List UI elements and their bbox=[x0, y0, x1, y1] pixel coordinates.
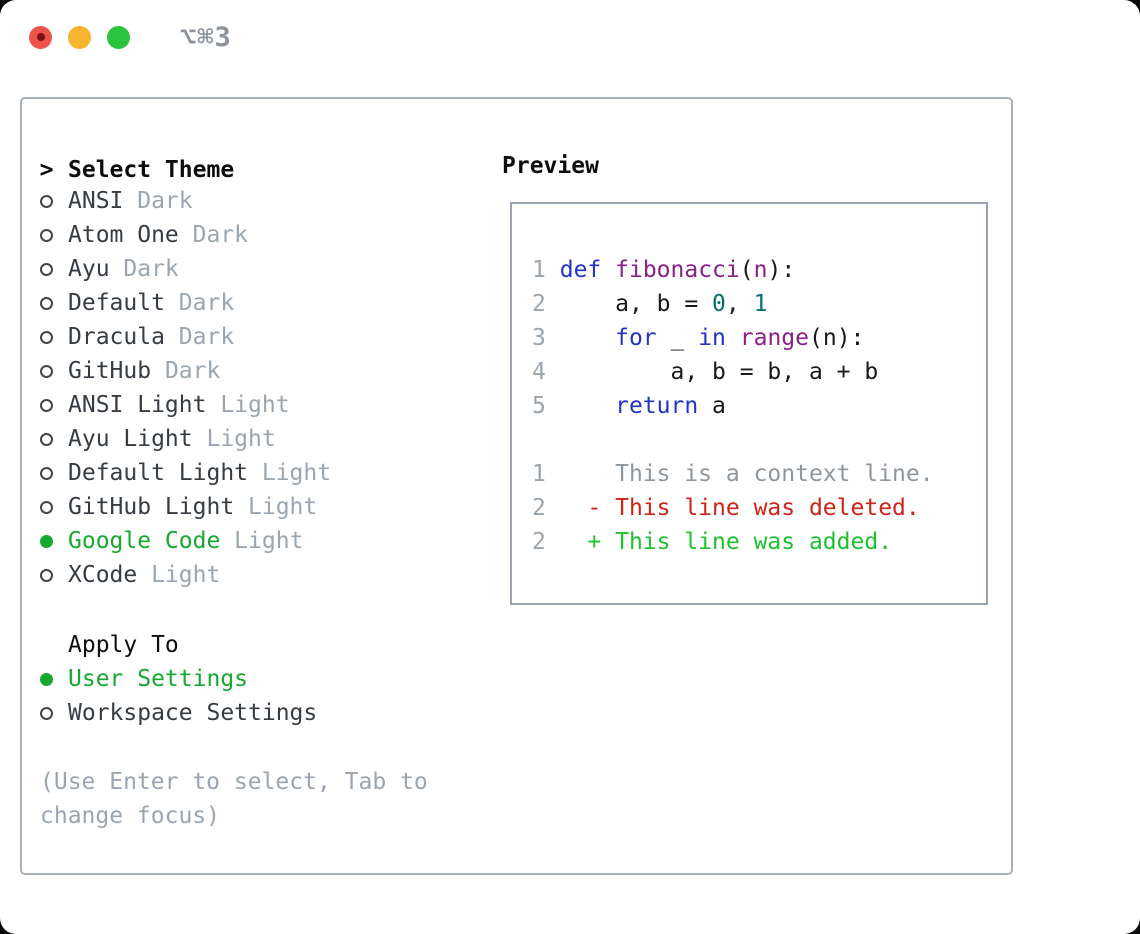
radio-unselected-icon bbox=[40, 228, 53, 242]
variant-label: Light bbox=[220, 528, 304, 554]
theme-option-ayu-light[interactable]: Ayu Light Light bbox=[40, 422, 331, 456]
theme-option-github-light[interactable]: GitHub Light Light bbox=[40, 490, 331, 524]
keyboard-hint: (Use Enter to select, Tab to change focu… bbox=[40, 769, 428, 829]
theme-option-default-light[interactable]: Default Light Light bbox=[40, 456, 331, 490]
close-button[interactable] bbox=[29, 25, 52, 49]
zoom-button[interactable] bbox=[107, 25, 130, 49]
close-button-dot-icon bbox=[36, 33, 45, 41]
option-label: Ayu Light bbox=[68, 426, 193, 452]
theme-option-xcode[interactable]: XCode Light bbox=[40, 558, 331, 592]
variant-label: Light bbox=[137, 562, 221, 588]
radio-unselected-icon bbox=[40, 194, 53, 208]
option-label: GitHub bbox=[68, 358, 152, 384]
preview-line: 2 - This line was deleted. bbox=[532, 495, 920, 521]
option-label: ANSI Light bbox=[68, 392, 207, 418]
theme-option-google-code[interactable]: Google Code Light bbox=[40, 524, 331, 558]
variant-label: Dark bbox=[164, 324, 235, 350]
option-label: Default bbox=[68, 290, 165, 316]
variant-label: Dark bbox=[123, 188, 193, 214]
option-label: ANSI bbox=[68, 188, 124, 214]
apply-to-header: Apply To bbox=[40, 628, 179, 662]
theme-option-github[interactable]: GitHub Dark bbox=[40, 354, 331, 388]
option-label: Google Code bbox=[68, 528, 221, 554]
variant-label: Light bbox=[234, 494, 318, 520]
preview-line bbox=[532, 423, 986, 457]
option-label: Ayu bbox=[68, 256, 110, 282]
option-label: Workspace Settings bbox=[68, 700, 318, 726]
variant-label: Dark bbox=[151, 358, 221, 384]
apply-option-user-settings[interactable]: User Settings bbox=[40, 662, 317, 696]
variant-label: Light bbox=[248, 460, 332, 486]
radio-unselected-icon bbox=[40, 330, 53, 344]
option-label: GitHub Light bbox=[68, 494, 235, 520]
preview-line: 2 a, b = 0, 1 bbox=[532, 291, 768, 317]
option-label: XCode bbox=[68, 562, 138, 588]
titlebar: ⌥⌘3 bbox=[29, 14, 232, 60]
variant-label: Light bbox=[206, 392, 290, 418]
select-theme-title: Select Theme bbox=[68, 157, 235, 183]
option-label: Default Light bbox=[68, 460, 249, 486]
radio-unselected-icon bbox=[40, 466, 53, 480]
preview-line: 3 for _ in range(n): bbox=[532, 325, 865, 351]
preview-title: Preview bbox=[502, 153, 599, 179]
variant-label: Dark bbox=[178, 222, 249, 248]
radio-unselected-icon bbox=[40, 432, 53, 446]
theme-option-ayu[interactable]: Ayu Dark bbox=[40, 252, 331, 286]
preview-line: 1 This is a context line. bbox=[532, 461, 934, 487]
radio-unselected-icon bbox=[40, 296, 53, 310]
window-shortcut-label: ⌥⌘3 bbox=[180, 21, 232, 53]
theme-option-default[interactable]: Default Dark bbox=[40, 286, 331, 320]
radio-unselected-icon bbox=[40, 364, 53, 378]
radio-unselected-icon bbox=[40, 398, 53, 412]
variant-label: Dark bbox=[109, 256, 179, 282]
radio-unselected-icon bbox=[40, 706, 53, 720]
option-label: Atom One bbox=[68, 222, 179, 248]
radio-unselected-icon bbox=[40, 500, 53, 514]
option-label: User Settings bbox=[68, 666, 249, 692]
radio-selected-icon bbox=[40, 672, 53, 686]
radio-selected-icon bbox=[40, 534, 53, 548]
option-label: Dracula bbox=[68, 324, 165, 350]
code-preview: 1 def fibonacci(n): 2 a, b = 0, 1 3 for _ … bbox=[512, 204, 986, 559]
preview-pane: 1 def fibonacci(n): 2 a, b = 0, 1 3 for _ … bbox=[510, 202, 988, 605]
theme-option-atom-one[interactable]: Atom One Dark bbox=[40, 218, 331, 252]
preview-line: 1 def fibonacci(n): bbox=[532, 257, 796, 283]
minimize-button[interactable] bbox=[68, 25, 91, 49]
radio-unselected-icon bbox=[40, 568, 53, 582]
select-theme-header: > Select Theme bbox=[39, 153, 235, 187]
theme-option-ansi[interactable]: ANSI Dark bbox=[40, 184, 331, 218]
focus-caret-icon: > bbox=[39, 157, 54, 183]
preview-line: 5 return a bbox=[532, 393, 726, 419]
variant-label: Light bbox=[192, 426, 276, 452]
apply-to-title: Apply To bbox=[68, 632, 179, 658]
radio-unselected-icon bbox=[40, 262, 53, 276]
theme-option-dracula[interactable]: Dracula Dark bbox=[40, 320, 331, 354]
apply-option-workspace-settings[interactable]: Workspace Settings bbox=[40, 696, 317, 730]
preview-line: 2 + This line was added. bbox=[532, 529, 893, 555]
variant-label: Dark bbox=[164, 290, 235, 316]
theme-option-ansi-light[interactable]: ANSI Light Light bbox=[40, 388, 331, 422]
preview-line: 4 a, b = b, a + b bbox=[532, 359, 879, 385]
